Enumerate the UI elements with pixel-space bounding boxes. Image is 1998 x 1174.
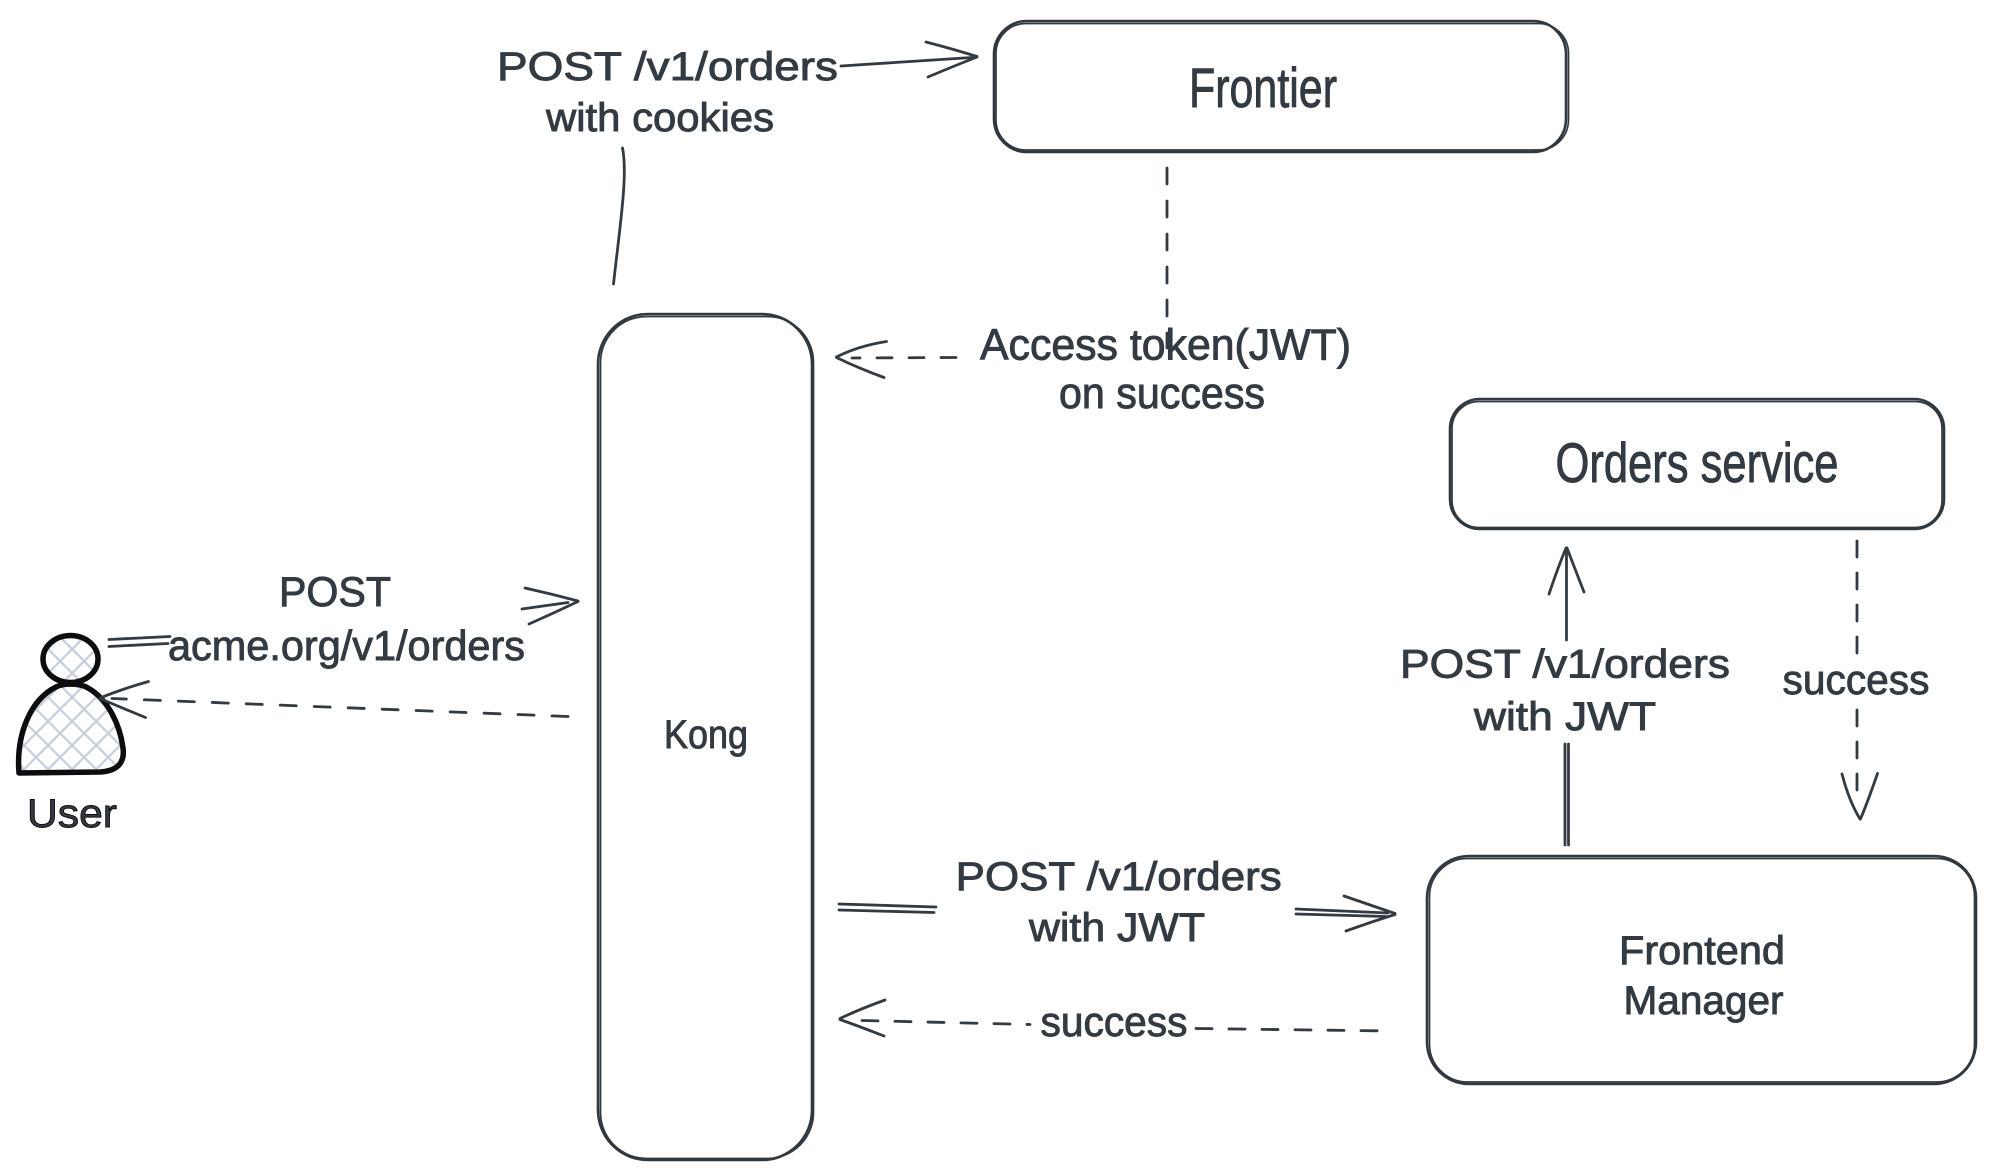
svg-text:with JWT: with JWT [1028,906,1205,950]
svg-text:User: User [27,792,117,836]
svg-text:Frontend: Frontend [1619,929,1785,973]
svg-text:success: success [1783,656,1930,703]
svg-text:POST: POST [279,568,391,615]
svg-text:POST /v1/orders: POST /v1/orders [956,855,1282,899]
svg-text:POST /v1/orders: POST /v1/orders [497,45,838,89]
svg-text:Kong: Kong [664,713,748,757]
svg-text:Access token(JWT): Access token(JWT) [980,321,1351,370]
svg-text:acme.org/v1/orders: acme.org/v1/orders [168,622,525,669]
svg-text:Manager: Manager [1624,979,1784,1023]
svg-text:with cookies: with cookies [545,96,774,140]
svg-text:on success: on success [1059,369,1265,418]
svg-text:Frontier: Frontier [1189,56,1337,119]
svg-text:with JWT: with JWT [1473,695,1656,739]
svg-text:success: success [1041,998,1188,1045]
svg-text:Orders service: Orders service [1556,431,1839,494]
svg-text:POST /v1/orders: POST /v1/orders [1400,642,1730,686]
